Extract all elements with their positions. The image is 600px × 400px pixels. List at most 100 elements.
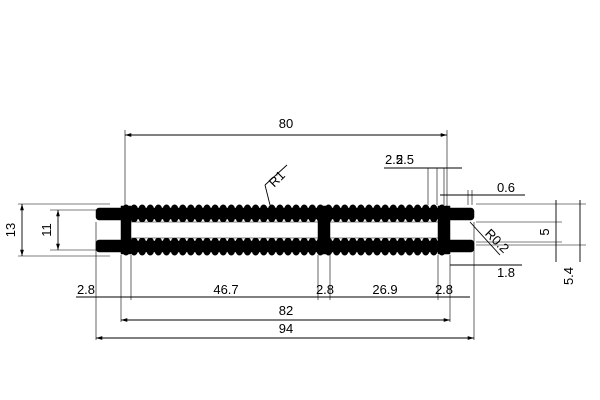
upper-fin-fin-bottom xyxy=(357,215,365,223)
lower-fin-fin-bottom xyxy=(219,248,227,256)
upper-fin-fin-top xyxy=(389,204,397,212)
lower-fin-fin-top xyxy=(244,237,251,245)
dim-left-span: 46.7 xyxy=(213,282,238,297)
lower-fin-fin-top xyxy=(325,237,332,245)
lower-fin-fin-top xyxy=(397,237,405,245)
upper-fin-fin-bottom xyxy=(430,215,438,223)
upper-fin-fin-top xyxy=(211,204,219,212)
dim-half-height: 5.4 xyxy=(561,267,576,285)
upper-fin-fin-bottom xyxy=(406,215,413,223)
lower-fin-fin-bottom xyxy=(333,248,341,256)
upper-fin-fin-top xyxy=(195,204,203,212)
lower-fin-fin-top xyxy=(292,237,300,245)
lower-fin-fin-bottom xyxy=(430,248,438,256)
lower-fin-fin-top xyxy=(341,237,349,245)
lower-fin-fin-bottom xyxy=(195,248,203,256)
upper-fin-fin-bottom xyxy=(154,215,162,223)
lower-fin-fin-bottom xyxy=(244,248,251,256)
lower-fin-fin-bottom xyxy=(163,248,170,256)
upper-fin-fin-bottom xyxy=(252,215,260,223)
dimension-lines xyxy=(20,133,581,340)
dim-overall-height: 13 xyxy=(3,223,18,237)
upper-fin-fin-top xyxy=(260,204,268,212)
lower-fin-fin-top xyxy=(430,237,438,245)
upper-fin-fin-bottom xyxy=(219,215,227,223)
lower-fin-fin-top xyxy=(211,237,219,245)
lower-fin-fin-top xyxy=(414,237,422,245)
upper-fin-fin-bottom xyxy=(292,215,300,223)
lower-fin-fin-bottom xyxy=(308,248,316,256)
upper-fin-fin-bottom xyxy=(171,215,179,223)
dim-fin-thickness: 0.6 xyxy=(497,180,515,195)
upper-fin-fin-top xyxy=(333,204,341,212)
lower-fin-fin-top xyxy=(195,237,203,245)
lower-fin-fin-top xyxy=(154,237,162,245)
upper-fin-fin-bottom xyxy=(284,215,292,223)
lower-fin-fin-top xyxy=(268,237,276,245)
upper-fin-fin-bottom xyxy=(397,215,405,223)
lower-fin-fin-bottom xyxy=(130,248,138,256)
lower-fin-fin-top xyxy=(300,237,308,245)
upper-fin-fin-bottom xyxy=(308,215,316,223)
upper-fin-fin-top xyxy=(268,204,276,212)
dim-left-wall: 2.8 xyxy=(77,282,95,297)
upper-fin-fin-top xyxy=(397,204,405,212)
lower-fin-fin-top xyxy=(406,237,413,245)
upper-fin-fin-bottom xyxy=(333,215,341,223)
upper-fin-fin-top xyxy=(284,204,292,212)
lower-fin-fin-top xyxy=(438,237,446,245)
dim-inner-width: 82 xyxy=(279,303,293,318)
extrusion-profile xyxy=(95,204,475,256)
lower-fin-fin-bottom xyxy=(211,248,219,256)
upper-fin-fin-top xyxy=(252,204,260,212)
upper-fin-fin-top xyxy=(227,204,235,212)
lower-fin-fin-bottom xyxy=(146,248,154,256)
lower-fin-fin-bottom xyxy=(276,248,284,256)
upper-fin-fin-top xyxy=(154,204,162,212)
lower-fin-fin-bottom xyxy=(357,248,365,256)
lower-fin-fin-top xyxy=(138,237,146,245)
upper-fin-fin-bottom xyxy=(438,215,446,223)
lower-fin-fin-bottom xyxy=(284,248,292,256)
upper-fin-fin-top xyxy=(171,204,179,212)
lower-fin-fin-bottom xyxy=(235,248,243,256)
upper-fin-fin-top xyxy=(422,204,430,212)
lower-fin-fin-top xyxy=(389,237,397,245)
upper-fin-fin-top xyxy=(130,204,138,212)
upper-fin-fin-top xyxy=(406,204,413,212)
dim-right-span: 26.9 xyxy=(372,282,397,297)
lower-fin-fin-top xyxy=(235,237,243,245)
lower-fin-fin-top xyxy=(122,237,130,245)
lower-fin-fin-bottom xyxy=(154,248,162,256)
upper-fin-fin-top xyxy=(349,204,357,212)
lower-fin-fin-top xyxy=(333,237,341,245)
upper-fin-fin-top xyxy=(203,204,211,212)
upper-fin-fin-bottom xyxy=(227,215,235,223)
upper-fin-fin-bottom xyxy=(163,215,170,223)
upper-fin-fin-top xyxy=(430,204,438,212)
upper-fin-fin-bottom xyxy=(235,215,243,223)
upper-fin-fin-bottom xyxy=(341,215,349,223)
lower-fin-fin-bottom xyxy=(373,248,381,256)
lower-fin-fin-top xyxy=(203,237,211,245)
lower-fin-fin-top xyxy=(252,237,260,245)
upper-fin-fin-bottom xyxy=(203,215,211,223)
lower-fin-fin-bottom xyxy=(300,248,308,256)
upper-fin-fin-top xyxy=(244,204,251,212)
upper-fin-fin-bottom xyxy=(365,215,373,223)
lower-fin-fin-top xyxy=(381,237,389,245)
upper-fin-fin-top xyxy=(381,204,389,212)
upper-fin-fin-top xyxy=(163,204,170,212)
lower-fin-fin-top xyxy=(146,237,154,245)
extension-lines xyxy=(18,130,586,340)
upper-fin-fin-top xyxy=(308,204,316,212)
upper-fin-fin-bottom xyxy=(146,215,154,223)
lower-fin-fin-bottom xyxy=(438,248,446,256)
upper-fin-fin-bottom xyxy=(260,215,268,223)
upper-fin-fin-top xyxy=(235,204,243,212)
upper-fin-fin-bottom xyxy=(276,215,284,223)
upper-fin-fin-top xyxy=(373,204,381,212)
dim-right-wall: 2.8 xyxy=(435,282,453,297)
upper-fin-fin-top xyxy=(146,204,154,212)
